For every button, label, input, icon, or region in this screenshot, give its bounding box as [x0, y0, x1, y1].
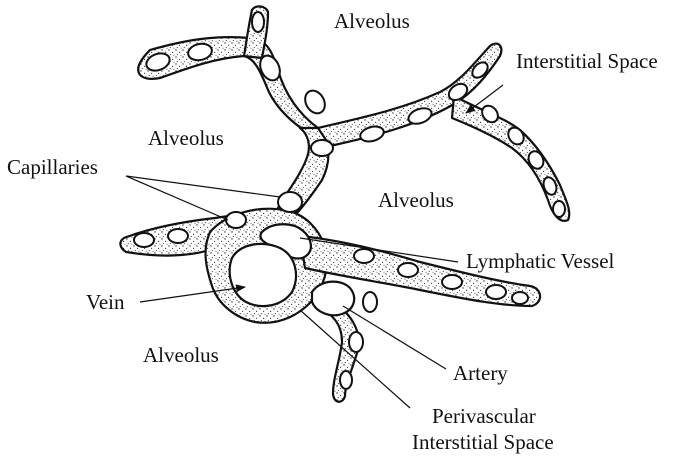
label-alveolus-bottom: Alveolus [143, 343, 219, 367]
vein [230, 244, 296, 306]
label-alveolus-center: Alveolus [378, 188, 454, 212]
capillary [301, 87, 329, 117]
label-vein: Vein [86, 290, 125, 314]
label-perivascular: Perivascular [432, 404, 536, 428]
capillary [486, 285, 506, 299]
capillary [134, 233, 154, 247]
label-lymphatic-vessel: Lymphatic Vessel [466, 249, 615, 273]
capillary [340, 371, 352, 389]
capillary [512, 292, 528, 304]
capillary [442, 275, 462, 289]
septum-right-branch [452, 96, 569, 221]
capillary [311, 140, 333, 156]
capillary [252, 12, 264, 32]
capillary [226, 212, 246, 228]
label-interstitial-space-2: Interstitial Space [412, 430, 554, 454]
capillary [354, 249, 374, 263]
label-interstitial-space: Interstitial Space [516, 49, 658, 73]
label-capillaries: Capillaries [7, 155, 98, 179]
capillary [278, 192, 302, 212]
label-alveolus-left: Alveolus [148, 126, 224, 150]
capillary [398, 263, 418, 277]
capillary [553, 201, 565, 217]
septum-upper-right [318, 44, 501, 146]
label-artery: Artery [453, 361, 508, 385]
capillary [349, 332, 363, 352]
label-alveolus-top: Alveolus [334, 9, 410, 33]
capillary [168, 229, 188, 243]
artery [312, 282, 354, 316]
capillary [363, 292, 377, 312]
septum-upper-left [138, 37, 320, 138]
